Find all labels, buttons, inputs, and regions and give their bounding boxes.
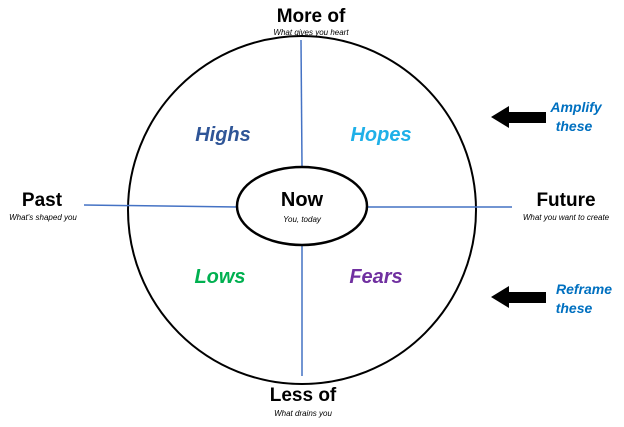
center-subtitle: You, today [283, 215, 322, 224]
horizontal-axis-left [83, 204, 238, 208]
top-axis-subtitle: What gives you heart [273, 28, 349, 37]
left-axis-subtitle: What's shaped you [9, 213, 77, 222]
center-ellipse [235, 165, 369, 247]
reframe-label-line1: Reframe [556, 281, 612, 297]
amplify-label-line2: these [556, 118, 593, 134]
arrow-left-icon [491, 106, 546, 128]
top-axis-title: More of [277, 6, 346, 27]
right-axis-title: Future [536, 190, 595, 211]
quadrant-hopes: Hopes [350, 124, 411, 146]
vertical-axis-top [300, 39, 303, 167]
quadrant-lows: Lows [194, 266, 245, 288]
right-axis-subtitle: What you want to create [523, 213, 610, 222]
amplify-group: Amplify these [491, 99, 603, 134]
amplify-label-line1: Amplify [549, 99, 603, 115]
bottom-axis-subtitle: What drains you [274, 409, 332, 418]
reframe-group: Reframe these [491, 281, 612, 316]
reframe-label-line2: these [556, 300, 593, 316]
bottom-axis-title: Less of [270, 385, 337, 406]
arrow-left-icon [491, 286, 546, 308]
outer-circle [127, 35, 477, 385]
left-axis-title: Past [22, 190, 63, 211]
quadrant-highs: Highs [195, 124, 251, 146]
center-title: Now [281, 189, 324, 211]
quadrant-fears: Fears [349, 266, 402, 288]
